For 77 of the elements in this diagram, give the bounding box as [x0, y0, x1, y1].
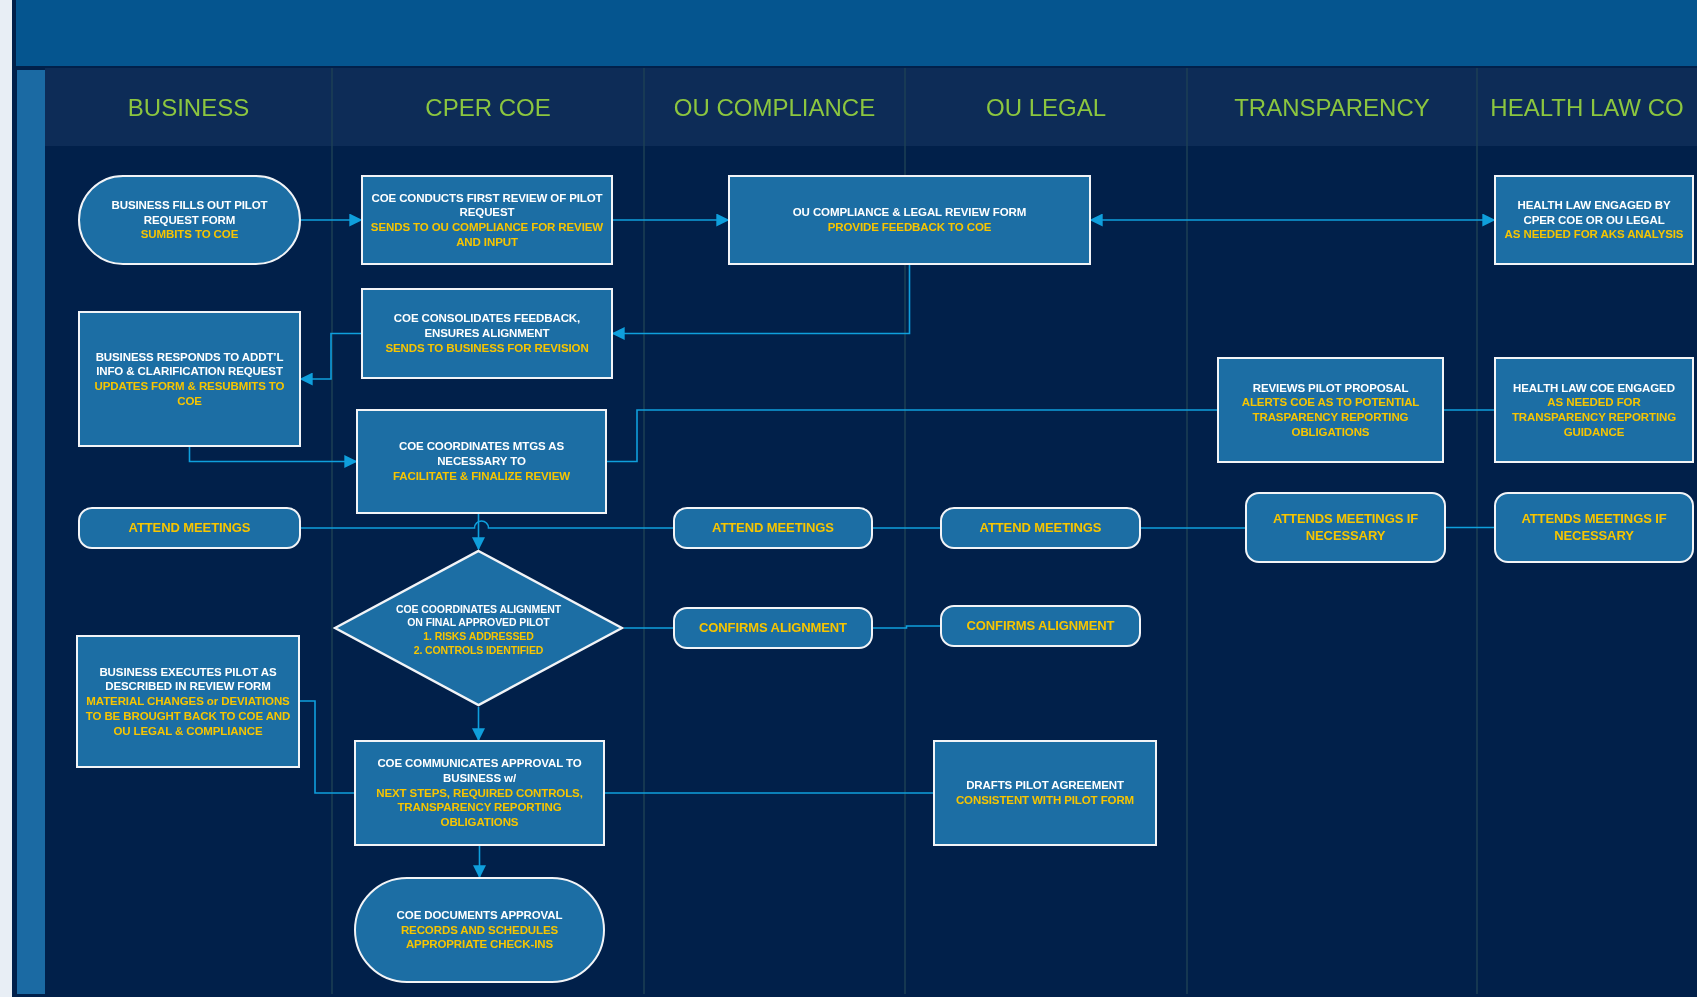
arrow — [473, 845, 486, 879]
node-text: ATTENDS MEETINGS IF NECESSARY — [1271, 510, 1420, 545]
node-text: SENDS TO OU COMPLIANCE FOR REVIEW AND INPUT — [369, 220, 605, 250]
node-text: BUSINESS FILLS OUT PILOT REQUEST FORM — [110, 197, 269, 228]
arrow — [472, 706, 485, 742]
node-text: CONFIRMS ALIGNMENT — [966, 617, 1115, 635]
process-box — [728, 175, 1091, 265]
node-text: NEXT STEPS, REQUIRED CONTROLS, TRANSPARENCY REPORTING OBLIGATIONS — [375, 785, 584, 830]
node-text: RECORDS AND SCHEDULES APPROPRIATE CHECK-INS — [399, 922, 560, 953]
process-box — [78, 311, 301, 447]
node-text: 2. CONTROLS IDENTIFIED — [413, 643, 544, 658]
connector-line — [1445, 526, 1495, 529]
node-text: CONFIRMS ALIGNMENT — [699, 619, 847, 637]
node-text: COE COORDINATES ALIGNMENT ON FINAL APPROVED PILOT — [395, 602, 562, 630]
connector-line — [872, 625, 941, 629]
connector-line — [604, 792, 934, 794]
node-text: COE COORDINATES MTGS AS NECESSARY TO — [397, 439, 566, 469]
connector-line — [1140, 527, 1246, 529]
node-text: CONSISTENT WITH PILOT FORM — [955, 793, 1135, 808]
node-text: ATTEND MEETINGS — [128, 519, 251, 537]
lane-header: CPER COE — [424, 93, 552, 123]
node-text: AS NEEDED FOR AKS ANALYSIS — [1504, 227, 1684, 243]
node-text: UPDATES FORM & RESUBMITS TO COE — [93, 379, 286, 409]
connector-line — [1443, 409, 1495, 411]
node-text: REVIEWS PILOT PROPOSAL — [1252, 380, 1409, 396]
node-text: DRAFTS PILOT AGREEMENT — [966, 778, 1124, 793]
rounded-box — [940, 507, 1141, 549]
connector-line — [606, 409, 1218, 463]
node-text: PROVIDE FEEDBACK TO COE — [827, 220, 992, 235]
node-text: BUSINESS EXECUTES PILOT AS DESCRIBED IN REVIEW FORM — [98, 664, 278, 695]
process-box — [361, 175, 613, 265]
rounded-box — [673, 507, 873, 549]
connector-line — [872, 527, 941, 529]
rounded-box — [1245, 492, 1446, 563]
node-text: COE CONSOLIDATES FEEDBACK, ENSURES ALIGNMENT — [392, 311, 582, 341]
connector-line — [300, 520, 674, 529]
process-box — [933, 740, 1157, 846]
node-text: COE DOCUMENTS APPROVAL — [396, 907, 563, 923]
process-box — [361, 288, 613, 379]
node-text: COE CONDUCTS FIRST REVIEW OF PILOT REQUEST — [370, 190, 604, 220]
lane-header: OU LEGAL — [984, 93, 1107, 123]
node-text: AS NEEDED FOR TRANSPARENCY REPORTING GUIDANCE — [1510, 395, 1678, 440]
process-box — [356, 409, 607, 514]
node-text: MATERIAL CHANGES or DEVIATIONS TO BE BROUGHT BACK TO COE AND OU LEGAL & COMPLIANCE — [84, 694, 292, 739]
node-text: ATTENDS MEETINGS IF NECESSARY — [1520, 510, 1668, 545]
node-text: HEALTH LAW COE ENGAGED — [1513, 380, 1675, 396]
lane-header: HEALTH LAW CO — [1489, 93, 1685, 123]
arrow — [612, 213, 730, 227]
node-text: BUSINESS RESPONDS TO ADDT’L INFO & CLARIFICATION REQUEST — [94, 349, 285, 379]
node-text: HEALTH LAW ENGAGED BY CPER COE OR OU LEGAL — [1516, 197, 1672, 228]
node-text: 1. RISKS ADDRESSED — [423, 630, 534, 644]
process-box — [1217, 357, 1444, 463]
node-text: COE COMMUNICATES APPROVAL TO BUSINESS w/ — [376, 756, 583, 786]
node-text: FACILITATE & FINALIZE REVIEW — [393, 468, 570, 484]
lane-header: TRANSPARENCY — [1233, 93, 1431, 123]
lane-header: BUSINESS — [126, 93, 251, 123]
node-text: ALERTS COE AS TO POTENTIAL TRASPARENCY REPORTING OBLIGATIONS — [1240, 395, 1421, 440]
node-text: ATTEND MEETINGS — [712, 519, 834, 537]
lane-header: OU COMPLIANCE — [672, 93, 877, 123]
connector-line — [299, 700, 355, 794]
arrow — [188, 446, 358, 468]
node-text: SUMBITS TO COE — [140, 227, 239, 243]
rounded-box — [673, 607, 873, 649]
node-text: ATTEND MEETINGS — [979, 519, 1102, 537]
rounded-box — [940, 605, 1141, 647]
rounded-box — [1494, 492, 1694, 563]
process-box — [76, 635, 300, 768]
decision-diamond — [333, 549, 624, 707]
process-box — [1494, 175, 1694, 265]
arrow — [300, 213, 363, 227]
node-text: OU COMPLIANCE & LEGAL REVIEW FORM — [792, 205, 1027, 220]
rounded-box — [78, 507, 301, 549]
node-text: SENDS TO BUSINESS FOR REVISION — [385, 340, 589, 356]
process-box — [354, 740, 605, 846]
process-box — [1494, 357, 1694, 463]
arrow — [472, 513, 485, 551]
connector-line — [623, 627, 674, 629]
